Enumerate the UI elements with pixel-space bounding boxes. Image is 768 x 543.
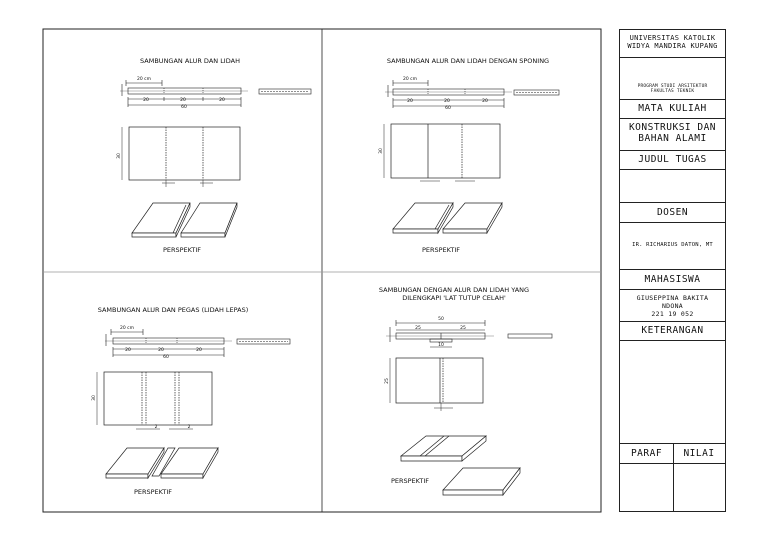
tb-divider: [620, 57, 725, 58]
panel-2-plan: [383, 123, 501, 182]
panel-1-height-dim: 30: [116, 153, 122, 159]
panel-3-gap-2: 2: [188, 424, 191, 430]
notes-label: KETERANGAN: [641, 325, 704, 336]
tb-divider: [620, 222, 725, 223]
panel-2-height-dim: 30: [378, 148, 384, 154]
grade-label: NILAI: [683, 448, 715, 459]
panel-3-seg-3: 20: [196, 347, 202, 353]
tb-divider: [620, 99, 725, 100]
panel-4-title-line1: SAMBUNGAN DENGAN ALUR DAN LIDAH YANG: [379, 286, 529, 294]
student-line-1: GIUSEPPINA BAKITA: [636, 294, 709, 302]
panel-3-section: [105, 329, 291, 357]
panel-4-seg-1: 25: [415, 325, 421, 331]
tb-divider: [620, 340, 725, 341]
lecturer-name: IR. RICHARIUS DATON, MT: [632, 242, 713, 248]
panel-1-top-dim: 20 cm: [137, 76, 151, 82]
panel-2-total: 60: [445, 105, 451, 111]
panel-3: SAMBUNGAN ALUR DAN PEGAS (LIDAH LEPAS) 2…: [91, 306, 291, 496]
panel-1-section: [120, 80, 312, 107]
tb-divider: [620, 443, 725, 444]
panel-2-seg-3: 20: [482, 98, 488, 104]
panel-1: SAMBUNGAN ALUR DAN LIDAH 20 cm 20 20 20 …: [116, 57, 312, 254]
course-label: MATA KULIAH: [638, 103, 707, 114]
panel-1-persp-label: PERSPEKTIF: [163, 246, 201, 254]
panel-4-section: [386, 320, 553, 348]
tb-divider: [620, 150, 725, 151]
panel-1-seg-3: 20: [219, 97, 225, 103]
sign-grade-divider: [673, 443, 674, 511]
panel-1-perspective: [131, 202, 238, 238]
panel-1-seg-1: 20: [143, 97, 149, 103]
panel-1-seg-2: 20: [180, 97, 186, 103]
university-line-2: WIDYA MANDIRA KUPANG: [627, 42, 718, 50]
panel-4-height-dim: 25: [384, 378, 390, 384]
lecturer-label: DOSEN: [656, 207, 689, 218]
panel-2-persp-label: PERSPEKTIF: [422, 246, 460, 254]
panel-4-plan: [389, 357, 484, 411]
tb-divider: [620, 269, 725, 270]
program-line-1: PROGRAM STUDI ARSITEKTUR: [637, 84, 708, 89]
panel-1-plan: [121, 126, 241, 187]
panel-1-total: 60: [181, 104, 187, 110]
panel-1-title: SAMBUNGAN ALUR DAN LIDAH: [140, 57, 240, 65]
panel-4-small-dim: 10: [438, 342, 444, 348]
panel-4-perspective: [400, 435, 521, 497]
panel-2-section: [385, 80, 560, 108]
panel-2-seg-1: 20: [407, 98, 413, 104]
tb-divider: [620, 118, 725, 119]
panel-3-height-dim: 30: [91, 395, 97, 401]
tb-divider: [620, 321, 725, 322]
panel-4-seg-2: 25: [460, 325, 466, 331]
panel-2-top-dim: 20 cm: [403, 76, 417, 82]
panel-2-seg-2: 20: [444, 98, 450, 104]
panel-3-gap-1: 2: [155, 424, 158, 430]
student-id: 221 19 052: [651, 310, 694, 318]
panel-3-seg-1: 20: [125, 347, 131, 353]
panel-4-persp-label: PERSPEKTIF: [391, 477, 429, 485]
panel-4: SAMBUNGAN DENGAN ALUR DAN LIDAH YANG DIL…: [379, 286, 553, 497]
panel-2: SAMBUNGAN ALUR DAN LIDAH DENGAN SPONING …: [378, 57, 560, 254]
university-line-1: UNIVERSITAS KATOLIK: [629, 34, 716, 42]
panel-3-title: SAMBUNGAN ALUR DAN PEGAS (LIDAH LEPAS): [98, 306, 249, 314]
tb-divider: [620, 202, 725, 203]
panel-3-plan: [96, 371, 213, 430]
sign-label: PARAF: [630, 448, 663, 459]
program-line-2: FAKULTAS TEKNIK: [650, 89, 695, 94]
panel-4-title-line2: DILENGKAPI 'LAT TUTUP CELAH': [402, 294, 506, 302]
student-line-2: NDONA: [661, 302, 684, 310]
panel-3-top-dim: 20 cm: [120, 325, 134, 331]
assignment-label: JUDUL TUGAS: [638, 154, 707, 165]
tb-divider: [620, 463, 725, 464]
course-line-2: BAHAN ALAMI: [638, 133, 707, 144]
panel-2-perspective: [392, 201, 503, 235]
title-block: UNIVERSITAS KATOLIK WIDYA MANDIRA KUPANG…: [619, 29, 726, 512]
panel-3-total: 60: [163, 354, 169, 360]
panel-3-persp-label: PERSPEKTIF: [134, 488, 172, 496]
tb-divider: [620, 169, 725, 170]
course-line-1: KONSTRUKSI DAN: [628, 122, 717, 133]
panel-2-title: SAMBUNGAN ALUR DAN LIDAH DENGAN SPONING: [387, 57, 549, 65]
panel-4-top-dim: 50: [438, 316, 444, 322]
panel-3-perspective: [105, 446, 219, 480]
student-label: MAHASISWA: [644, 274, 701, 285]
panel-3-seg-2: 20: [158, 347, 164, 353]
tb-divider: [620, 289, 725, 290]
